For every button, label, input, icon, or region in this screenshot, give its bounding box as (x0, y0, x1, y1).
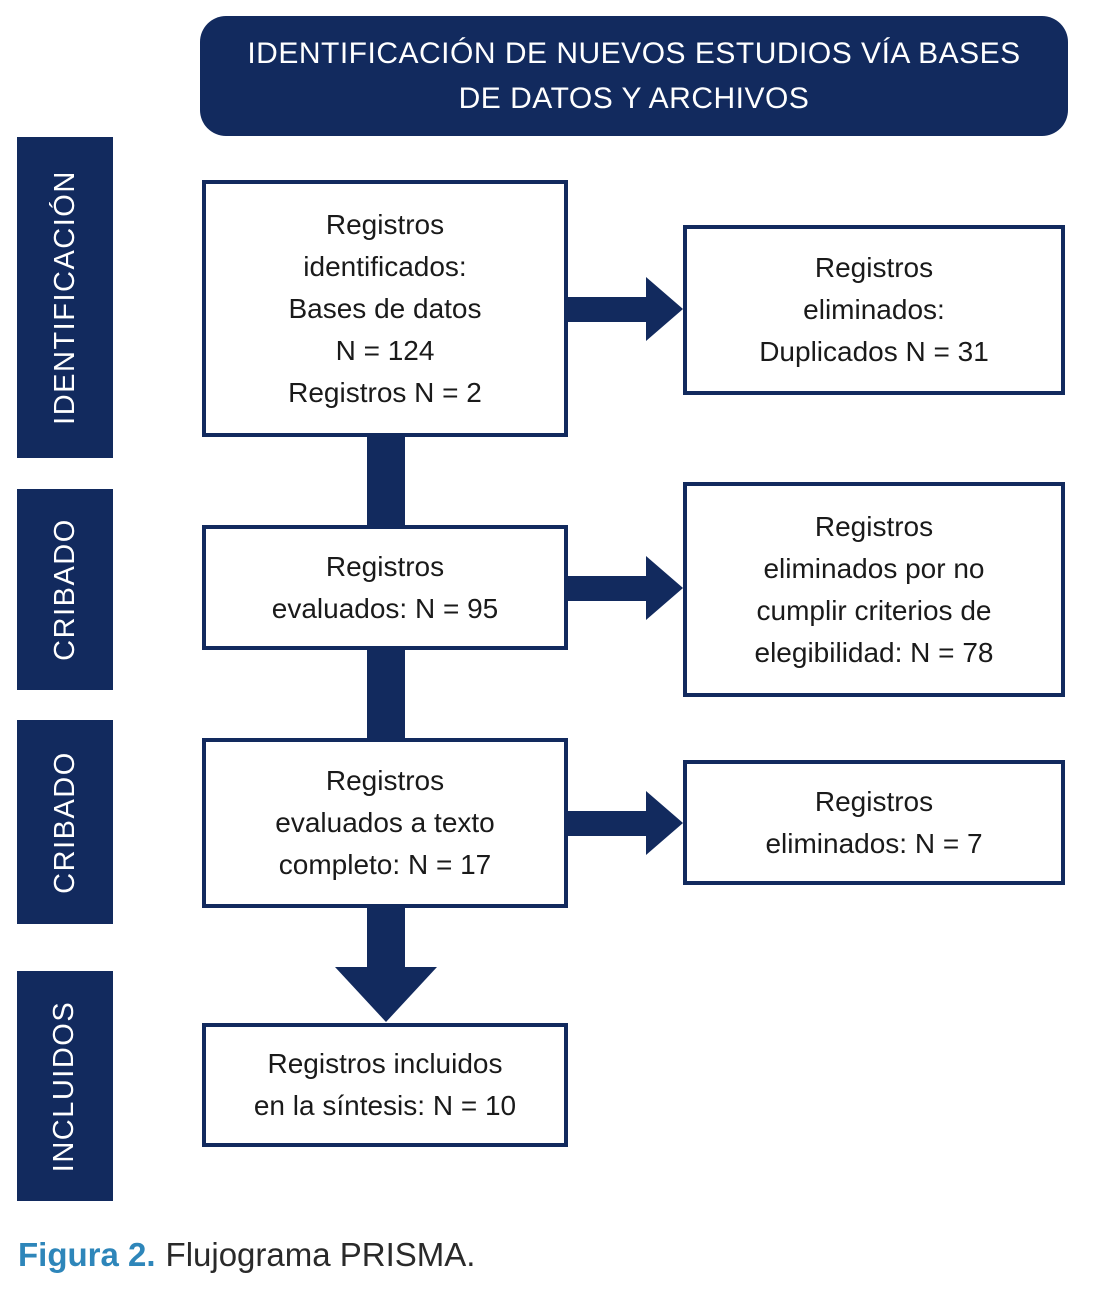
down-connector-1 (367, 435, 405, 527)
stage-label-text: INCLUIDOS (48, 1000, 81, 1172)
down-connector-3 (367, 906, 405, 969)
down-connector-2 (367, 648, 405, 740)
header-banner: IDENTIFICACIÓN DE NUEVOS ESTUDIOS VÍA BA… (200, 16, 1068, 136)
figure-number-label: Figura 2. (18, 1236, 156, 1273)
arrow-head (646, 791, 683, 855)
down-arrow-icon (335, 967, 437, 1022)
arrow-shaft (566, 576, 646, 601)
exclusion-box-eliminados: Registros eliminados: N = 7 (683, 760, 1065, 885)
stage-label-text: CRIBADO (48, 518, 81, 661)
arrow-head (646, 277, 683, 341)
stage-label-text: CRIBADO (48, 750, 81, 894)
flow-box-registros-incluidos: Registros incluidos en la síntesis: N = … (202, 1023, 568, 1147)
right-arrow-icon-3 (566, 791, 683, 855)
arrow-shaft (566, 811, 646, 836)
right-arrow-icon-2 (566, 556, 683, 620)
right-arrow-icon-1 (566, 277, 683, 341)
exclusion-box-criterios-elegibilidad: Registros eliminados por no cumplir crit… (683, 482, 1065, 697)
stage-label-text: IDENTIFICACIÓN (48, 170, 81, 425)
figure-caption: Figura 2.Flujograma PRISMA. (18, 1236, 475, 1274)
figure-caption-text: Flujograma PRISMA. (165, 1236, 476, 1273)
flow-box-registros-identificados: Registros identificados: Bases de datos … (202, 180, 568, 437)
exclusion-box-duplicados: Registros eliminados: Duplicados N = 31 (683, 225, 1065, 395)
flow-box-texto-completo: Registros evaluados a texto completo: N … (202, 738, 568, 908)
flow-box-registros-evaluados: Registros evaluados: N = 95 (202, 525, 568, 650)
stage-label-incluidos: INCLUIDOS (17, 971, 113, 1201)
arrow-shaft (566, 297, 646, 322)
stage-label-cribado-1: CRIBADO (17, 489, 113, 690)
stage-label-cribado-2: CRIBADO (17, 720, 113, 924)
stage-label-identificacion: IDENTIFICACIÓN (17, 137, 113, 458)
arrow-head (646, 556, 683, 620)
